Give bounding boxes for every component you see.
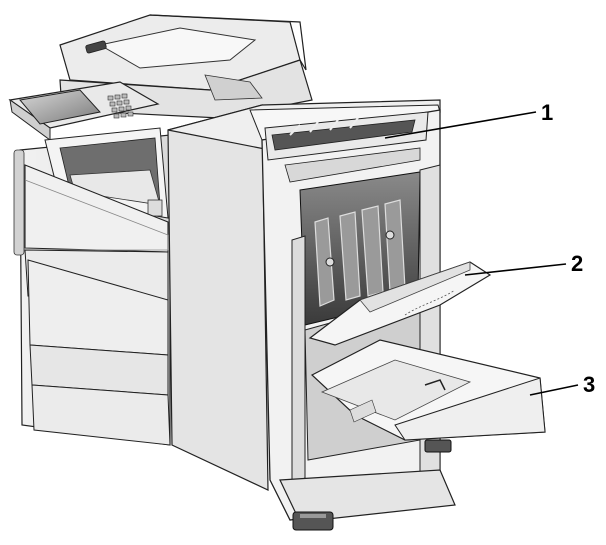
callout-label-2: 2 <box>571 251 583 276</box>
keypad <box>107 93 134 119</box>
leader-line-1 <box>384 111 537 139</box>
finisher-internal-guides <box>314 199 406 307</box>
leader-line-2 <box>464 263 567 276</box>
callout-label-3: 3 <box>583 372 595 397</box>
callout-3: 3 <box>529 372 595 397</box>
callout-1: 1 <box>384 100 553 139</box>
callout-label-1: 1 <box>541 100 553 125</box>
leader-line-3 <box>529 384 579 396</box>
printer-main-body <box>8 14 313 446</box>
finisher-unit <box>167 99 546 531</box>
callout-2: 2 <box>464 251 583 276</box>
